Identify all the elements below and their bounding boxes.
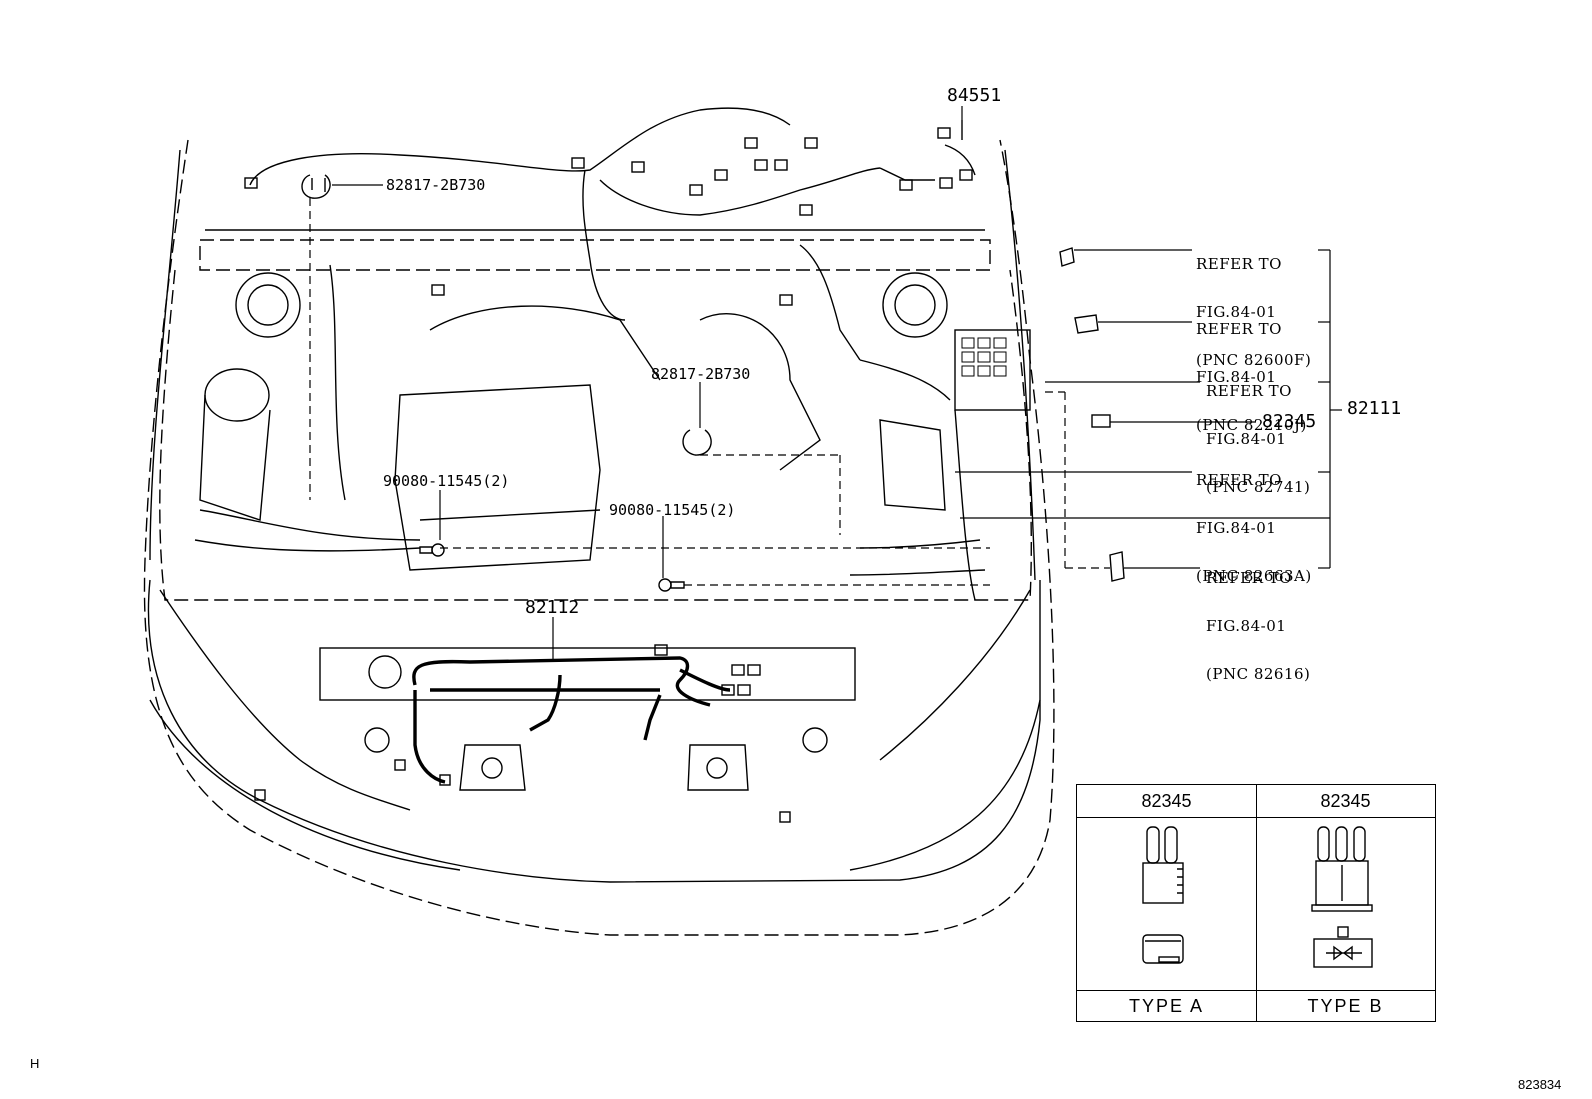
legend-type-a-part: 82345 [1077, 785, 1256, 818]
legend-type-b-part: 82345 [1256, 785, 1435, 818]
refer-line-1: REFER TO [1206, 382, 1292, 400]
legend-type-a-caption: TYPE A [1077, 990, 1256, 1021]
diagram-number: 823834 [1518, 1077, 1562, 1092]
part-label-82111: 82111 [1347, 398, 1402, 419]
refer-line-1: REFER TO [1196, 255, 1282, 273]
clip-82817-mid [682, 429, 712, 456]
car-body-solid [147, 149, 1041, 883]
refer-line-3: (PNC 82210J) [1196, 416, 1307, 434]
legend-type-b: 82345 TYPE B [1256, 785, 1435, 1021]
part-label-90080-right: 90080-11545(2) [609, 501, 736, 519]
part-label-84551: 84551 [947, 85, 1002, 106]
connector-82345-icon [1091, 414, 1111, 428]
refer-line-3: (PNC 82600F) [1196, 351, 1312, 369]
corner-mark: H [30, 1056, 40, 1071]
bolt-90080-left [419, 543, 445, 557]
harness-connectors [244, 127, 973, 823]
refer-line-3: (PNC 82663A) [1196, 567, 1312, 585]
part-label-82817-mid: 82817-2B730 [651, 365, 751, 383]
relay-icon-82616 [1109, 551, 1125, 582]
refer-note-82663a: REFER TO FIG.84-01 (PNC 82663A) [1196, 440, 1312, 600]
clip-82817-top [301, 174, 331, 199]
refer-line-2: FIG.84-01 [1196, 368, 1277, 386]
refer-line-3: (PNC 82616) [1206, 665, 1311, 683]
refer-note-82741: REFER TO FIG.84-01 (PNC 82741) [1206, 351, 1310, 511]
refer-note-82616: REFER TO FIG.84-01 (PNC 82616) [1206, 538, 1310, 698]
refer-line-2: FIG.84-01 [1206, 430, 1287, 448]
harness-82112 [412, 656, 731, 784]
dashed-leaders [309, 198, 1110, 586]
engine-harness-wires [159, 107, 1031, 811]
bolt-90080-right [658, 578, 685, 592]
part-label-82817-top: 82817-2B730 [386, 176, 486, 194]
refer-line-1: REFER TO [1196, 320, 1282, 338]
refer-line-2: FIG.84-01 [1196, 303, 1277, 321]
legend-type-a: 82345 TYPE A [1077, 785, 1257, 1021]
refer-line-1: REFER TO [1196, 471, 1282, 489]
connector-type-a-icon [1142, 826, 1184, 964]
part-label-82345: 82345 [1262, 411, 1317, 432]
connector-type-legend: 82345 TYPE A 82345 TYPE B [1076, 784, 1436, 1022]
car-body-outline [143, 139, 1055, 936]
refer-line-1: REFER TO [1206, 569, 1292, 587]
part-label-90080-left: 90080-11545(2) [383, 472, 510, 490]
part-label-82112: 82112 [525, 597, 580, 618]
refer-note-82210j: REFER TO FIG.84-01 (PNC 82210J) [1196, 289, 1307, 449]
refer-line-3: (PNC 82741) [1206, 478, 1311, 496]
relay-icon-82210j [1074, 314, 1099, 334]
refer-line-2: FIG.84-01 [1206, 617, 1287, 635]
refer-line-2: FIG.84-01 [1196, 519, 1277, 537]
refer-note-82600f: REFER TO FIG.84-01 (PNC 82600F) [1196, 224, 1311, 384]
connector-type-b-icon [1311, 826, 1373, 968]
relay-icon-82600f [1059, 247, 1075, 267]
leader-lines [332, 106, 1342, 660]
legend-type-b-caption: TYPE B [1256, 990, 1435, 1021]
